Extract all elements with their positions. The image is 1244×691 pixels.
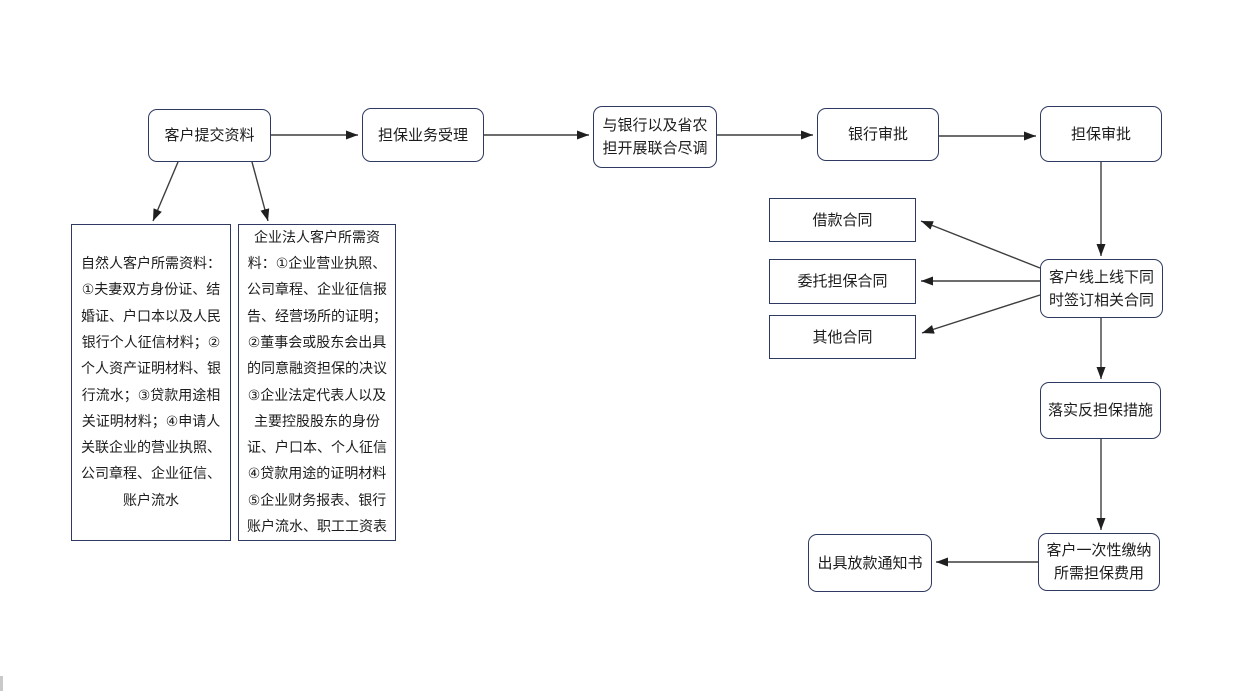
- arrow-submit-to-corporate: [251, 161, 270, 222]
- node-issue-loan-notice: 出具放款通知书: [808, 534, 932, 592]
- node-corporate-required-materials: 企业法人客户所需资 料：①企业营业执照、 公司章程、企业征信报 告、经营场所的证…: [238, 224, 396, 541]
- node-customer-submit-materials: 客户提交资料: [148, 109, 271, 162]
- node-sign-related-contracts: 客户线上线下同 时签订相关合同: [1040, 259, 1163, 318]
- arrow-signcontracts-to-othercontract: [921, 294, 1041, 334]
- arrow-signcontracts-to-loancontract: [920, 220, 1041, 269]
- node-entrusted-guarantee-contract: 委托担保合同: [769, 259, 916, 304]
- node-implement-counter-guarantee: 落实反担保措施: [1040, 382, 1161, 439]
- node-guarantee-business-acceptance: 担保业务受理: [362, 108, 484, 162]
- node-guarantee-approval: 担保审批: [1040, 106, 1162, 162]
- arrow-submit-to-naturalperson: [152, 161, 179, 222]
- node-bank-approval: 银行审批: [817, 108, 939, 161]
- node-loan-contract: 借款合同: [769, 198, 916, 242]
- scrollbar-fragment: [0, 676, 3, 691]
- node-other-contract: 其他合同: [769, 315, 916, 359]
- node-joint-due-diligence: 与银行以及省农 担开展联合尽调: [593, 106, 717, 168]
- node-pay-guarantee-fee: 客户一次性缴纳 所需担保费用: [1038, 533, 1160, 591]
- node-natural-person-required-materials: 自然人客户所需资料： ①夫妻双方身份证、结 婚证、户口本以及人民 银行个人征信材…: [71, 224, 231, 541]
